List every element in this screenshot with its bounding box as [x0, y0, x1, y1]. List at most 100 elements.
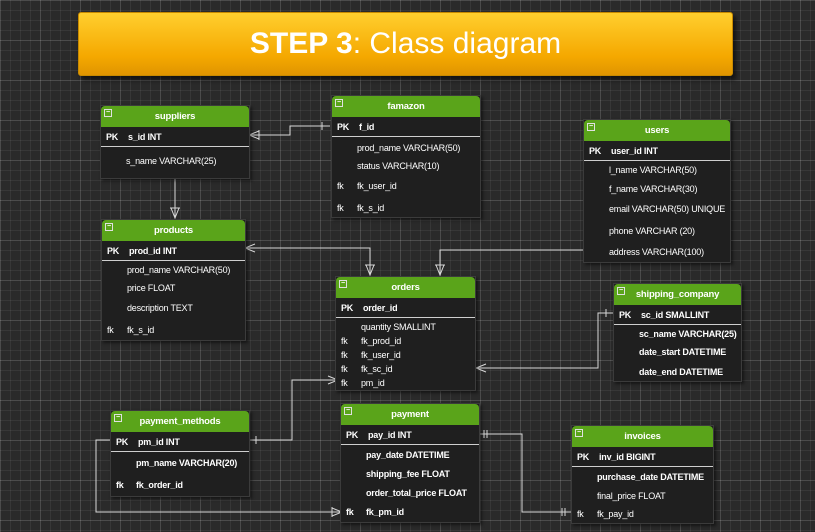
field-row: email VARCHAR(50) UNIQUE [584, 198, 730, 220]
field-name: f_name VARCHAR(30) [609, 183, 698, 194]
field-name: prod_name VARCHAR(50) [357, 143, 461, 153]
field-name: sc_name VARCHAR(25) [639, 328, 737, 339]
pk-label: PK [589, 145, 602, 156]
field-row: date_start DATETIME [614, 342, 741, 361]
entity-header[interactable]: − orders [336, 277, 475, 298]
field-name: fk_user_id [361, 350, 401, 360]
pk-field: pm_id INT [138, 436, 180, 447]
field-row: prod_name VARCHAR(50) [332, 139, 480, 157]
entity-header[interactable]: − invoices [572, 426, 713, 447]
field-row: pay_date DATETIME [341, 445, 479, 464]
field-name: pm_id [361, 378, 385, 388]
field-name: fk_prod_id [361, 336, 402, 346]
field-row: f_name VARCHAR(30) [584, 179, 730, 198]
entity-title: famazon [387, 101, 425, 112]
entity-header[interactable]: − shipping_company [614, 284, 741, 305]
field-name: prod_name VARCHAR(50) [127, 264, 231, 275]
collapse-icon[interactable]: − [575, 429, 583, 437]
field-key: fk [341, 336, 348, 346]
field-key: fk [341, 350, 348, 360]
field-name: description TEXT [127, 303, 193, 313]
rel-suppliers-famazon [249, 125, 330, 136]
collapse-icon[interactable]: − [617, 287, 625, 295]
field-row: s_name VARCHAR(25) [101, 147, 249, 175]
field-row: l_name VARCHAR(50) [584, 161, 730, 179]
entity-header[interactable]: −users [584, 120, 730, 141]
field-row: fk fk_order_id [111, 474, 249, 496]
rel-payment-invoices [478, 433, 571, 513]
field-row: date_end DATETIME [614, 361, 741, 383]
pk-field: f_id [359, 121, 375, 132]
entity-title: payment [391, 409, 429, 420]
collapse-icon[interactable]: − [105, 223, 113, 231]
field-name: fk_order_id [136, 480, 183, 490]
pk-label: PK [346, 429, 359, 440]
pk-row: PK order_id [336, 298, 475, 318]
entity-title: payment_methods [139, 416, 221, 427]
field-key: fk [337, 181, 344, 191]
entity-header[interactable]: −suppliers [101, 106, 249, 127]
collapse-icon[interactable]: − [114, 414, 122, 422]
field-row: final_price FLOAT [572, 487, 713, 505]
rel-payment-methods-payment [95, 439, 342, 513]
collapse-icon[interactable]: − [339, 280, 347, 288]
one-mark-icon [561, 508, 566, 516]
crow-foot-icon [435, 264, 445, 277]
field-name: fk_pm_id [366, 507, 404, 517]
rel-orders-payment-methods [249, 379, 338, 441]
pk-field: sc_id SMALLINT [641, 309, 710, 320]
collapse-icon[interactable]: − [335, 99, 343, 107]
collapse-icon[interactable]: − [344, 407, 352, 415]
field-name: purchase_date DATETIME [597, 472, 704, 482]
field-key: fk [341, 364, 348, 374]
entity-title: orders [391, 282, 420, 293]
entity-title: shipping_company [635, 289, 720, 300]
entity-title: invoices [624, 431, 661, 442]
field-key: fk [337, 203, 344, 213]
collapse-icon[interactable]: − [104, 109, 112, 117]
field-name: pm_name VARCHAR(20) [136, 458, 238, 468]
field-row: prod_name VARCHAR(50) [102, 261, 245, 278]
collapse-icon[interactable]: − [587, 123, 595, 131]
rel-products-orders [245, 247, 371, 275]
entity-header[interactable]: − products [102, 220, 245, 241]
field-name: date_start DATETIME [639, 346, 727, 357]
entity-header[interactable]: − payment_methods [111, 411, 249, 432]
entity-title: products [153, 225, 194, 236]
pk-label: PK [106, 131, 119, 142]
field-name: fk_s_id [127, 325, 155, 335]
field-key: fk [116, 480, 124, 490]
entity-header[interactable]: − famazon [332, 96, 480, 117]
field-name: phone VARCHAR (20) [609, 226, 695, 236]
field-name: quantity SMALLINT [361, 322, 436, 332]
entity-header[interactable]: − payment [341, 404, 479, 425]
field-row: price FLOAT [102, 278, 245, 297]
field-row: phone VARCHAR (20) [584, 220, 730, 242]
pk-label: PK [341, 302, 354, 313]
field-name: date_end DATETIME [639, 367, 723, 377]
field-row: order_total_price FLOAT [341, 483, 479, 502]
banner-step: STEP 3 [249, 27, 353, 60]
field-name: l_name VARCHAR(50) [609, 165, 697, 175]
pk-field: order_id [363, 302, 398, 313]
field-key: fk [577, 509, 584, 519]
